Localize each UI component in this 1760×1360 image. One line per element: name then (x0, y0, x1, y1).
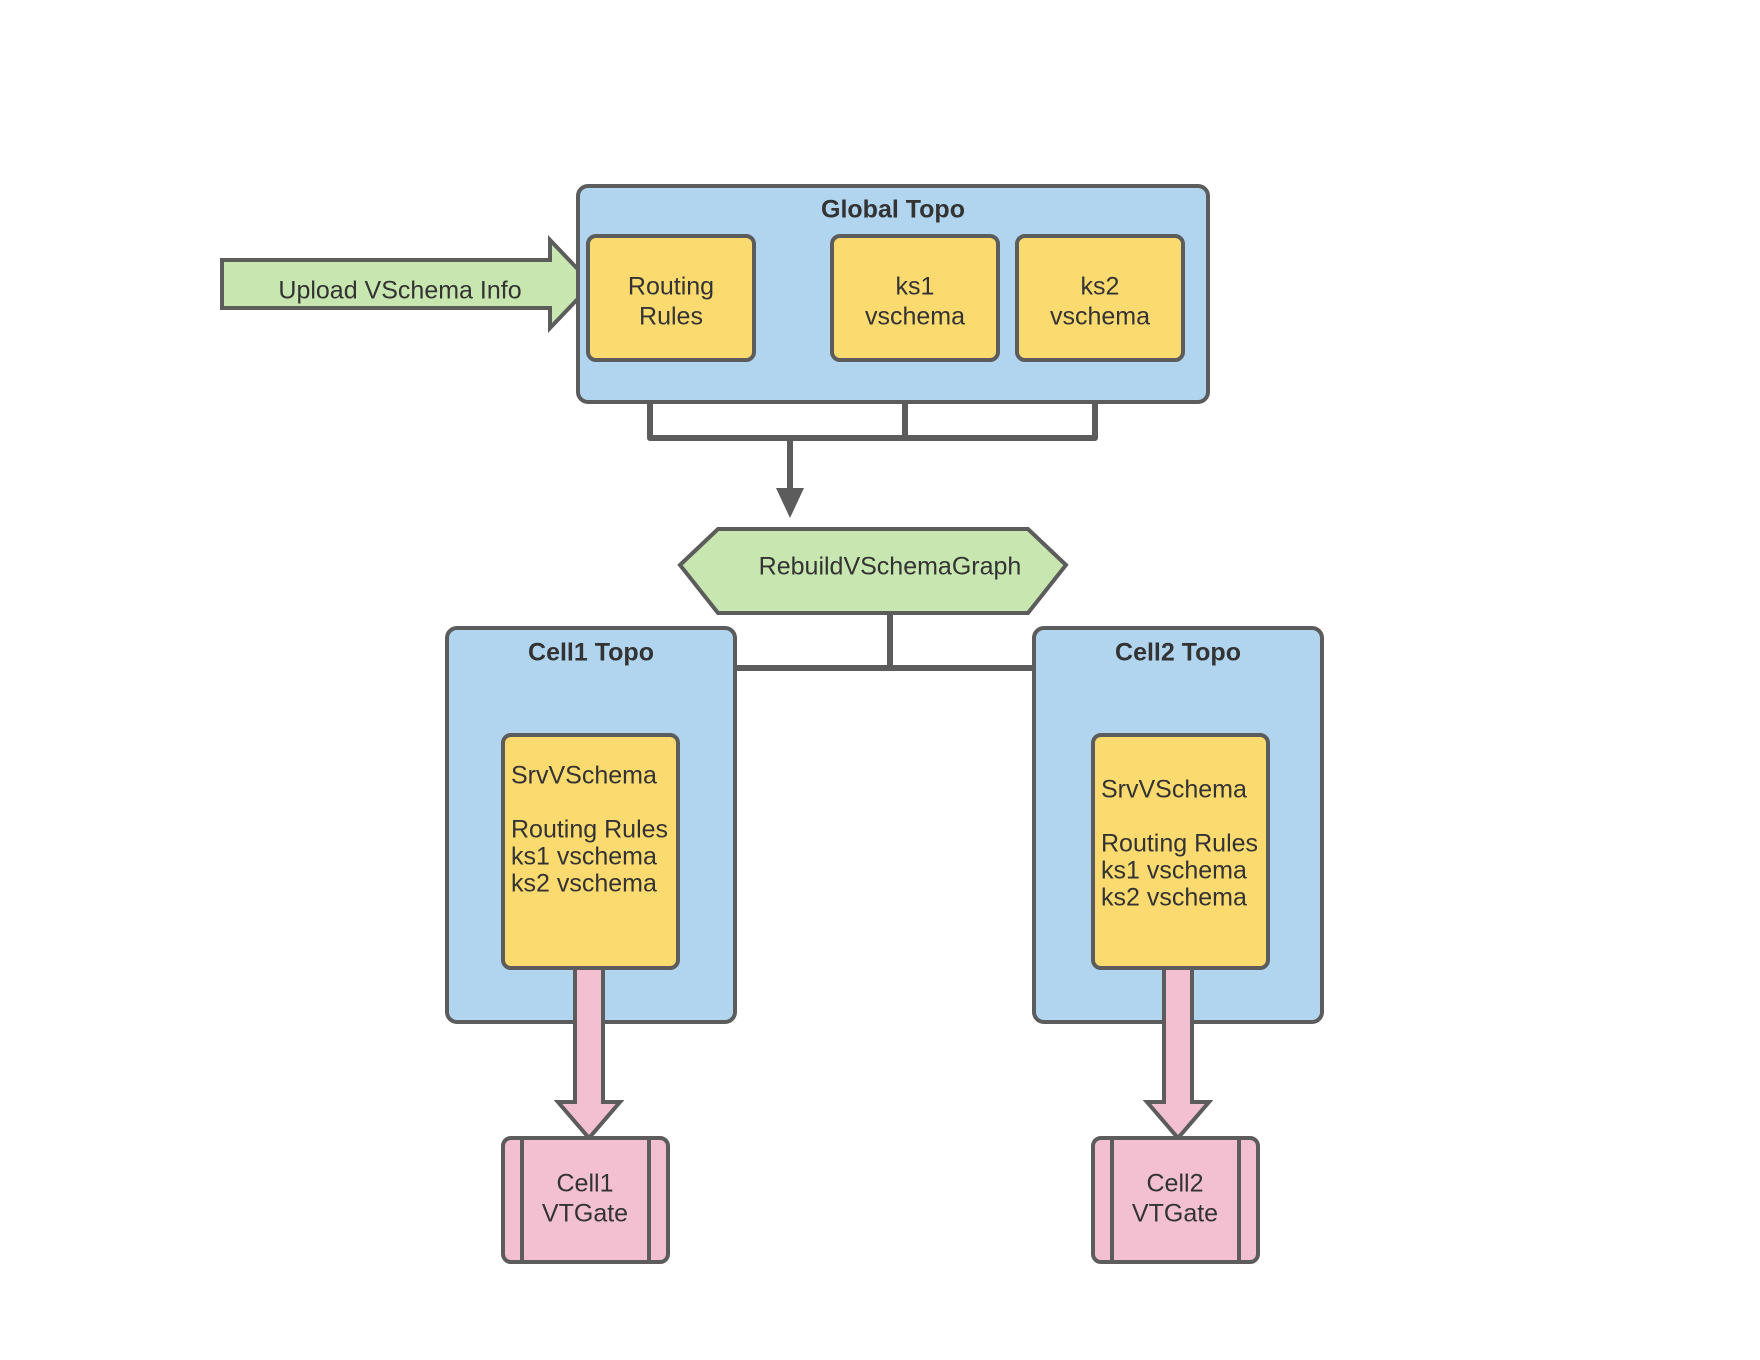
ks1-vschema-label-line2: vschema (865, 303, 965, 331)
upload-arrow-label: Upload VSchema Info (278, 277, 521, 305)
cell2-topo-container: Cell2 Topo SrvVSchema Routing Rules ks1 … (1032, 626, 1324, 1264)
cell2-vtgate-box[interactable] (1091, 1136, 1260, 1264)
cell1-vtgate-label-line2: VTGate (542, 1200, 628, 1228)
global-topo-title: Global Topo (821, 196, 965, 224)
global-topo-container: Global Topo Routing Rules ks1 vschema ks… (576, 184, 1210, 404)
ks1-vschema-label-line1: ks1 (896, 273, 935, 301)
cell2-srvvschema-line-2: ks2 vschema (1101, 884, 1247, 912)
cell2-topo-title: Cell2 Topo (1115, 639, 1241, 667)
cell2-vtgate-label-line1: Cell2 (1147, 1170, 1204, 1198)
routing-rules-label-line2: Rules (639, 303, 703, 331)
cell1-pink-arrow-shape (553, 966, 625, 1142)
rebuild-vschema-graph-step[interactable]: RebuildVSchemaGraph (677, 527, 1069, 615)
cell1-vtgate-box[interactable] (501, 1136, 670, 1264)
cell2-srvvschema-node[interactable]: SrvVSchema Routing Rules ks1 vschema ks2… (1091, 733, 1270, 970)
cell1-srvvschema-node[interactable]: SrvVSchema Routing Rules ks1 vschema ks2… (501, 733, 680, 970)
routing-rules-label-line1: Routing (628, 273, 714, 301)
cell1-vtgate-label-line1: Cell1 (557, 1170, 614, 1198)
upload-arrow-shape (220, 235, 595, 333)
cell2-srvvschema-line-0: Routing Rules (1101, 830, 1258, 858)
global-topo-node-routing-rules[interactable]: Routing Rules (586, 234, 756, 362)
cell1-srvvschema-heading: SrvVSchema (511, 762, 657, 790)
cell2-pink-arrow-shape (1142, 966, 1214, 1142)
cell2-srvvschema-line-1: ks1 vschema (1101, 857, 1247, 885)
cell1-topo-container: Cell1 Topo SrvVSchema Routing Rules ks1 … (445, 626, 737, 1264)
cell1-vtgate-node[interactable]: Cell1 VTGate (501, 1136, 670, 1264)
cell1-srvvschema-line-2: ks2 vschema (511, 870, 657, 898)
routing-rules-box[interactable] (586, 234, 756, 362)
global-topo-node-ks1-vschema[interactable]: ks1 vschema (830, 234, 1000, 362)
cell1-topo-title: Cell1 Topo (528, 639, 654, 667)
rebuild-hexagon-shape[interactable] (677, 527, 1069, 615)
ks2-vschema-label-line1: ks2 (1081, 273, 1120, 301)
upload-vschema-arrow: Upload VSchema Info (220, 235, 595, 333)
arrowhead-into-rebuild-icon (776, 488, 804, 518)
cell2-vtgate-node[interactable]: Cell2 VTGate (1091, 1136, 1260, 1264)
ks2-vschema-label-line2: vschema (1050, 303, 1150, 331)
ks2-vschema-box[interactable] (1015, 234, 1185, 362)
cell2-srvvschema-heading: SrvVSchema (1101, 776, 1247, 804)
rebuild-label: RebuildVSchemaGraph (759, 553, 1022, 581)
ks1-vschema-box[interactable] (830, 234, 1000, 362)
global-topo-node-ks2-vschema[interactable]: ks2 vschema (1015, 234, 1185, 362)
cell1-srv-to-vtgate-arrow (553, 966, 625, 1142)
cell1-srvvschema-line-1: ks1 vschema (511, 843, 657, 871)
cell1-srvvschema-line-0: Routing Rules (511, 816, 668, 844)
cell2-srv-to-vtgate-arrow (1142, 966, 1214, 1142)
cell2-vtgate-label-line2: VTGate (1132, 1200, 1218, 1228)
